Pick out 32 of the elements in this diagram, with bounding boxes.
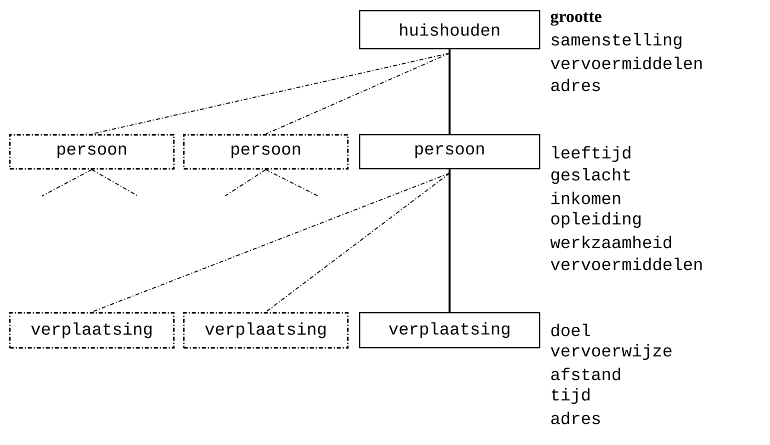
connector-line — [448, 169, 451, 312]
connector-line — [91, 52, 450, 134]
attribute-label: vervoermiddelen — [550, 258, 702, 270]
connector-line — [265, 169, 318, 196]
connector-line — [42, 169, 92, 196]
process-box: huishouden — [359, 10, 540, 50]
process-box: verplaatsing — [183, 312, 349, 349]
attribute-label: vervoerwijze — [550, 344, 672, 360]
attribute-label: inkomen — [551, 192, 620, 204]
process-box: verplaatsing — [9, 312, 175, 349]
attribute-label: afstand — [551, 368, 620, 380]
process-box: persoon — [9, 134, 175, 170]
attribute-label: opleiding — [551, 212, 641, 228]
connector-line — [265, 52, 450, 134]
attribute-label: samenstelling — [552, 33, 682, 49]
process-box: persoon — [359, 134, 540, 170]
attribute-label: doel — [551, 324, 590, 336]
attribute-label: grootte — [550, 12, 602, 26]
connector-line — [448, 49, 451, 134]
connector-line — [224, 169, 266, 196]
attribute-label: tijd — [552, 388, 590, 404]
attribute-label: adres — [551, 78, 600, 92]
connector-line — [265, 172, 450, 312]
attribute-label: vervoermiddelen — [550, 56, 702, 70]
process-box: verplaatsing — [359, 312, 540, 348]
connector-line — [91, 169, 138, 196]
process-box: persoon — [183, 134, 349, 170]
attribute-label: leeftijd — [552, 146, 630, 162]
attribute-label: werkzaamheid — [550, 236, 672, 248]
attribute-label: geslacht — [551, 168, 630, 184]
attribute-label: adres — [551, 412, 600, 424]
connector-line — [91, 172, 450, 312]
